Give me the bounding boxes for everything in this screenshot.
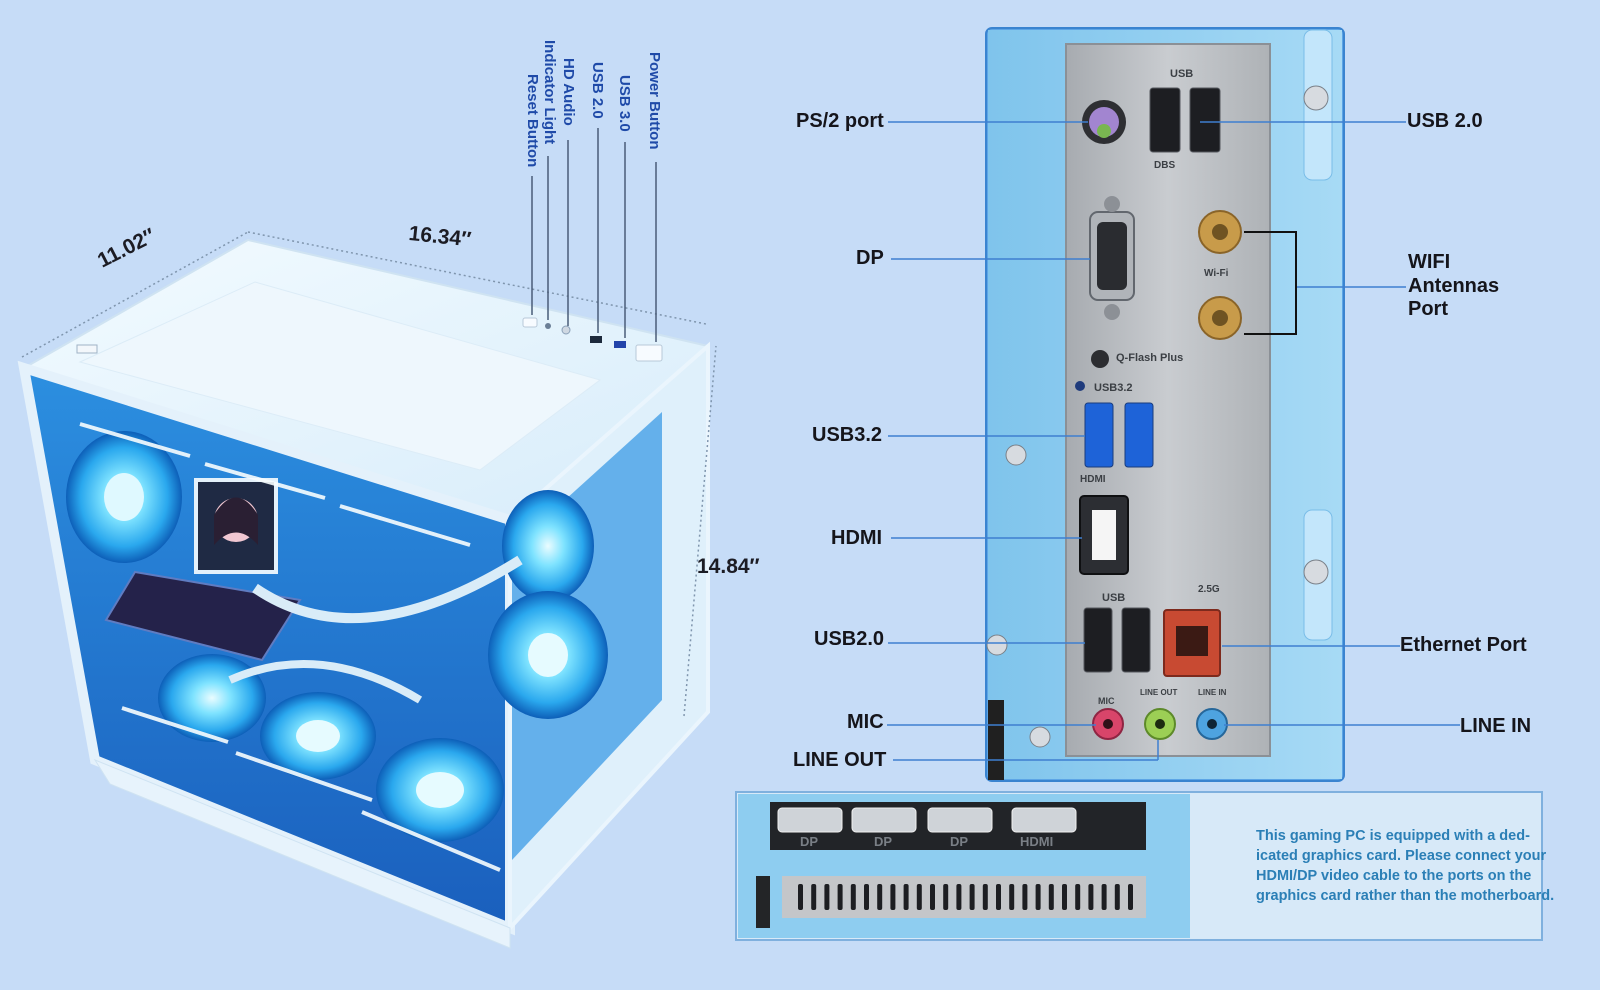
silk-mic: MIC <box>1098 696 1115 706</box>
usb32-port-1 <box>1084 402 1114 468</box>
vent-slot <box>811 884 817 910</box>
label-dp: DP <box>856 247 884 269</box>
height-dimension: 14.84″ <box>697 555 760 578</box>
label-mic: MIC <box>847 711 884 733</box>
label-line-out: LINE OUT <box>793 749 887 771</box>
vent-slot <box>798 884 803 910</box>
silk-line-in: LINE IN <box>1198 688 1227 697</box>
vent-slot <box>1022 884 1028 910</box>
vent-slot <box>1062 884 1067 910</box>
label-usb-2-0-front: USB 2.0 <box>589 62 606 119</box>
vent-slot <box>956 884 962 910</box>
gpu-ports-photo <box>735 791 1543 941</box>
wifi-bracket <box>1244 231 1297 335</box>
label-antennas: Antennas <box>1408 275 1500 297</box>
vent-slot <box>943 884 949 910</box>
vent-slot <box>1101 884 1107 910</box>
label-usb32: USB3.2 <box>812 424 883 446</box>
gpu-label-dp-3: DP <box>950 834 969 849</box>
label-power-button: Power Button <box>646 52 663 150</box>
silk-wifi: Wi-Fi <box>1204 268 1229 279</box>
label-hdmi: HDMI <box>831 527 883 549</box>
vent-slot <box>864 884 869 910</box>
vent-slot <box>1035 884 1041 910</box>
label-usb20-top: USB 2.0 <box>1407 110 1483 132</box>
silk-usb-top: USB <box>1170 68 1194 80</box>
silk-usb-lower: USB <box>1102 592 1126 604</box>
vent-slot <box>1088 884 1094 910</box>
vent-slot <box>1114 884 1120 910</box>
rear-io-photo <box>985 27 1345 782</box>
label-indicator-light: Indicator Light <box>541 40 558 145</box>
silk-line-out: LINE OUT <box>1140 688 1178 697</box>
dimension-lines <box>21 231 717 717</box>
front-panel-leaders <box>531 128 657 342</box>
label-ps2-port: PS/2 port <box>796 110 884 132</box>
graphics-card <box>104 570 302 662</box>
silk-dbs: DBS <box>1154 160 1176 171</box>
vent-slot <box>1009 884 1015 910</box>
label-hd-audio: HD Audio <box>560 58 577 126</box>
gpu-label-dp-2: DP <box>874 834 893 849</box>
gpu-label-hdmi: HDMI <box>1020 834 1054 849</box>
top-mesh <box>78 281 602 471</box>
gpu-label-dp-1: DP <box>800 834 819 849</box>
vent-slot <box>1048 884 1054 910</box>
pc-case <box>17 238 711 949</box>
wifi-antenna-ports <box>1198 210 1242 340</box>
case-base <box>93 758 511 949</box>
graphics-card-note: This gaming PC is equipped with a ded-ic… <box>1256 828 1555 904</box>
label-wifi: WIFI <box>1408 251 1451 273</box>
rgb-strips <box>79 422 501 872</box>
silk-usb32: USB3.2 <box>1094 382 1133 394</box>
dp-port <box>1089 196 1135 320</box>
vent-slot <box>1128 884 1133 910</box>
label-ethernet-port: Ethernet Port <box>1400 634 1527 656</box>
label-port: Port <box>1408 298 1448 320</box>
vent-slot <box>1075 884 1081 910</box>
front-io-ports <box>76 317 663 362</box>
vent-slot <box>930 884 935 910</box>
label-usb-3-0: USB 3.0 <box>616 75 633 132</box>
io-leader-lines <box>887 121 1460 761</box>
vent-slot <box>996 884 1001 910</box>
fans <box>66 431 608 842</box>
vent-slot <box>982 884 988 910</box>
vent-slot <box>824 884 830 910</box>
label-reset-button: Reset Button <box>524 74 541 168</box>
vent-slot <box>890 884 896 910</box>
silk-qflash: Q-Flash Plus <box>1116 352 1184 364</box>
label-usb20-lower: USB2.0 <box>814 628 885 650</box>
silk-hdmi: HDMI <box>1080 474 1106 485</box>
label-line-in: LINE IN <box>1460 715 1532 737</box>
ps2-port <box>1082 100 1126 144</box>
silk-25g: 2.5G <box>1198 584 1220 595</box>
vent-slot <box>903 884 909 910</box>
vent-slot <box>877 884 883 910</box>
usb32-port-2 <box>1124 402 1154 468</box>
vent-slot <box>969 884 975 910</box>
vent-slot <box>916 884 922 910</box>
vent-slot <box>850 884 856 910</box>
vent-slot <box>837 884 843 910</box>
